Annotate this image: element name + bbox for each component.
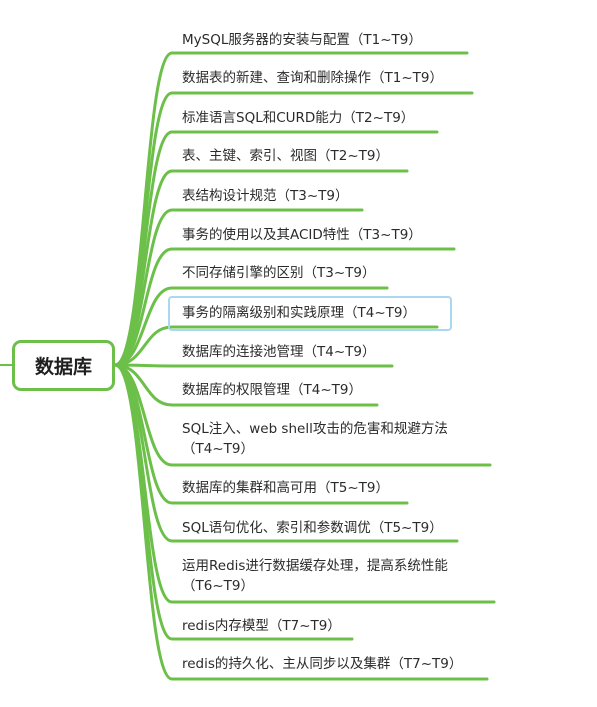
topic-node[interactable]: 标准语言SQL和CURD能力（T2~T9）	[182, 110, 415, 126]
branch-connector	[113, 247, 456, 367]
topic-node[interactable]: 运用Redis进行数据缓存处理，提高系统性能（T6~T9）	[182, 558, 448, 594]
branch-connector	[113, 286, 389, 367]
topic-node[interactable]: 数据库的权限管理（T4~T9）	[182, 382, 362, 398]
topic-node[interactable]: SQL语句优化、索引和参数调优（T5~T9）	[182, 520, 443, 536]
selection-highlight	[168, 296, 452, 331]
topic-node[interactable]: redis的持久化、主从同步以及集群（T7~T9）	[182, 656, 463, 672]
topic-node[interactable]: 事务的隔离级别和实践原理（T4~T9）	[182, 305, 416, 321]
topic-node[interactable]: 数据库的连接池管理（T4~T9）	[182, 344, 376, 360]
topic-node[interactable]: 数据库的集群和高可用（T5~T9）	[182, 480, 389, 496]
topic-node[interactable]: 不同存储引擎的区别（T3~T9）	[182, 265, 376, 281]
root-label: 数据库	[34, 356, 92, 378]
root-node[interactable]: 数据库	[12, 340, 115, 391]
topic-node[interactable]: 事务的使用以及其ACID特性（T3~T9）	[182, 227, 422, 243]
topic-node[interactable]: 表结构设计规范（T3~T9）	[182, 188, 349, 204]
topic-node[interactable]: 数据表的新建、查询和删除操作（T1~T9）	[182, 70, 443, 86]
branch-connector	[113, 363, 489, 681]
topic-node[interactable]: redis内存模型（T7~T9）	[182, 618, 341, 634]
branch-connector	[113, 363, 394, 368]
topic-node[interactable]: SQL注入、web shell攻击的危害和规避方法（T4~T9）	[182, 421, 448, 457]
branch-connector	[113, 363, 379, 407]
topic-node[interactable]: 表、主键、索引、视图（T2~T9）	[182, 148, 389, 164]
topic-node[interactable]: MySQL服务器的安装与配置（T1~T9）	[182, 32, 422, 48]
